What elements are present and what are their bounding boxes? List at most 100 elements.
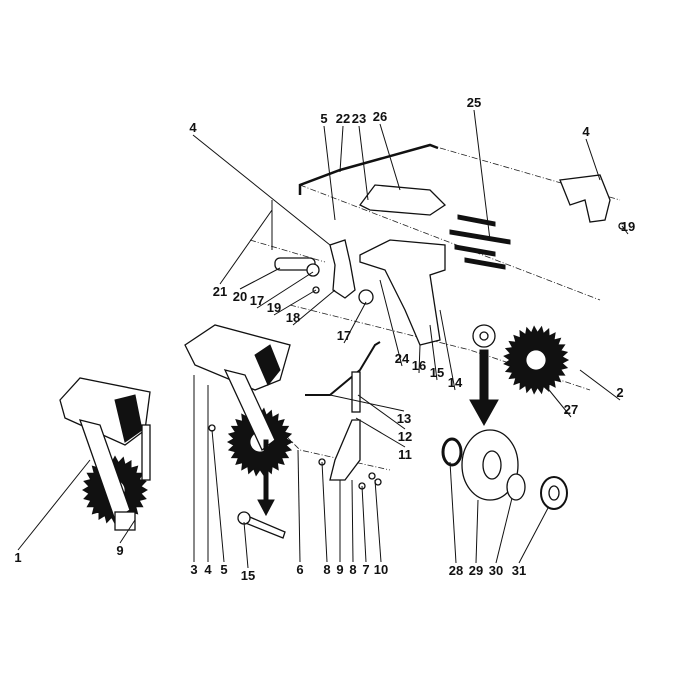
callout-31: 31 [512,563,526,578]
leader-line [579,369,621,401]
callout-6: 6 [296,562,303,577]
pedal-left-foot [114,511,136,531]
bushing-17 [306,263,320,277]
arrow-down-icon [469,349,499,427]
callout-18: 18 [286,310,300,325]
leader-line [475,499,479,564]
callout-23: 23 [352,111,366,126]
callout-27: 27 [564,402,578,417]
leader-line [292,289,336,326]
callout-4: 4 [189,120,197,135]
leader-line [321,461,328,563]
leader-line [358,125,369,201]
leader-line [17,459,91,551]
leader-line [439,309,456,391]
plate-16 [359,239,446,346]
leader-line [357,394,406,430]
pedal-left-arm [78,419,131,522]
callout-19: 19 [267,300,281,315]
callout-8: 8 [349,562,356,577]
leader-line [374,479,382,563]
leader-line [329,394,405,412]
bushing-17b [358,289,374,305]
leader-line [379,279,403,367]
callout-12: 12 [398,429,412,444]
leader-line [495,497,513,564]
callout-17: 17 [337,328,351,343]
lever-9 [329,419,361,481]
callout-28: 28 [449,563,463,578]
callout-30: 30 [489,563,503,578]
arrow-down-icon-2 [257,439,275,517]
callout-9: 9 [336,562,343,577]
rod-22 [298,143,439,195]
callout-4: 4 [582,124,590,139]
callout-13: 13 [397,411,411,426]
callout-21: 21 [213,284,227,299]
bracket-23 [359,184,447,216]
spring-left [141,424,151,481]
leader-line [621,225,629,235]
leader-line [585,138,601,181]
callout-29: 29 [469,563,483,578]
leader-line [343,301,367,344]
leader-line [429,324,438,381]
callout-19: 19 [621,219,635,234]
callout-26: 26 [373,109,387,124]
callout-16: 16 [412,358,426,373]
callout-15: 15 [241,568,255,583]
sprocket-hub [526,350,546,370]
callout-25: 25 [467,95,481,110]
leader-line [297,449,301,563]
callout-22: 22 [336,111,350,126]
callout-17: 17 [250,293,264,308]
callout-5: 5 [320,111,327,126]
callout-5: 5 [220,562,227,577]
rod-13 [305,341,381,396]
ring-30 [506,473,526,501]
spring-12 [351,371,361,413]
leader-line [355,417,406,448]
leader-line [418,344,421,374]
lever-arm [329,239,356,299]
leader-line [323,125,336,221]
callout-14: 14 [448,375,463,390]
leader-line [473,109,491,241]
callout-15: 15 [430,365,444,380]
leader-line [361,485,367,563]
callout-8: 8 [323,562,330,577]
hub-bore [479,331,489,341]
leader-line [256,271,314,309]
bearing-31-bore [548,485,560,501]
callout-9: 9 [116,543,123,558]
callout-11: 11 [398,447,412,462]
leader-line [239,267,281,290]
leader-line [544,384,572,418]
callout-3: 3 [190,562,197,577]
leader-line [339,125,344,173]
leader-line [211,429,225,563]
callout-2: 2 [616,385,623,400]
leader-line [379,123,401,191]
callout-4: 4 [204,562,212,577]
pins-25 [449,214,511,270]
callout-20: 20 [233,289,247,304]
leader-line [219,209,273,285]
leader-line [273,289,317,316]
nut-10 [368,472,376,480]
callout-1: 1 [14,550,21,565]
leader-line [518,507,549,564]
leader-line [351,479,354,563]
flange-29-bore [482,450,502,480]
callout-24: 24 [395,351,410,366]
bracket-top-right [559,174,611,223]
leader-line [449,461,457,564]
leader-lines [17,109,629,569]
leader-line [192,134,331,246]
leader-line [119,519,136,544]
pedal-arm [223,369,276,452]
callout-10: 10 [374,562,388,577]
pedal-grip [254,344,281,386]
